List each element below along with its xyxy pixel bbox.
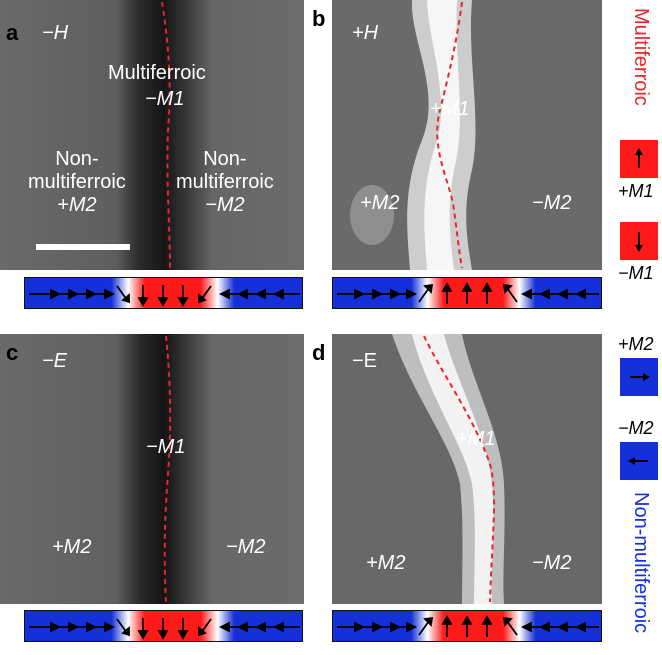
panel-label-d: d — [312, 340, 326, 365]
panel-d-image — [332, 334, 602, 604]
domain-strip-a — [24, 277, 303, 309]
center-sub-a: −M1 — [145, 88, 185, 110]
center-sub-b: +M1 — [430, 98, 470, 120]
field-label-d: −E — [352, 350, 378, 372]
field-label-a: −H — [42, 22, 69, 44]
legend-plus-m1-label: +M1 — [618, 181, 654, 201]
domain-wall-line — [423, 335, 496, 603]
panel-label-c: c — [6, 340, 19, 365]
right-sub-d: −M2 — [532, 552, 572, 574]
legend-plus-m2-label: +M2 — [618, 334, 654, 354]
legend-plus-m1-box — [620, 140, 658, 178]
left-title-a: Non-multiferroic+M2 — [28, 148, 126, 216]
domain-wall-line — [163, 335, 172, 603]
legend-multiferroic-label: Multiferroic — [630, 8, 652, 106]
legend-minus-m2-box — [620, 442, 658, 480]
left-sub-c: +M2 — [52, 536, 92, 558]
legend-minus-m1-box — [620, 222, 658, 260]
legend-non-multiferroic-label: Non-multiferroic — [630, 492, 652, 634]
left-sub-d: +M2 — [366, 552, 406, 574]
domain-strip-d — [332, 610, 602, 642]
right-sub-c: −M2 — [226, 536, 266, 558]
panel-label-a: a — [6, 20, 19, 45]
domain-strip-c — [24, 610, 303, 642]
left-sub-b: +M2 — [360, 192, 400, 214]
panel-b-image — [332, 0, 602, 270]
panel-c-image — [0, 334, 304, 604]
right-sub-b: −M2 — [532, 192, 572, 214]
scale-bar — [36, 244, 130, 250]
panel-label-b: b — [312, 6, 326, 31]
center-title-a: Multiferroic — [108, 62, 206, 84]
legend-minus-m1-label: −M1 — [618, 263, 654, 283]
domain-wall-line — [161, 1, 171, 269]
center-sub-c: −M1 — [146, 436, 186, 458]
field-label-c: −E — [42, 350, 68, 372]
panel-a-image — [0, 0, 304, 270]
domain-wall-line — [436, 1, 463, 269]
right-title-a: Non-multiferroic−M2 — [176, 148, 274, 216]
field-label-b: +H — [352, 22, 379, 44]
legend-minus-m2-label: −M2 — [618, 418, 654, 438]
legend-plus-m2-box — [620, 358, 658, 396]
center-sub-d: +M1 — [456, 428, 496, 450]
domain-strip-b — [332, 277, 602, 309]
